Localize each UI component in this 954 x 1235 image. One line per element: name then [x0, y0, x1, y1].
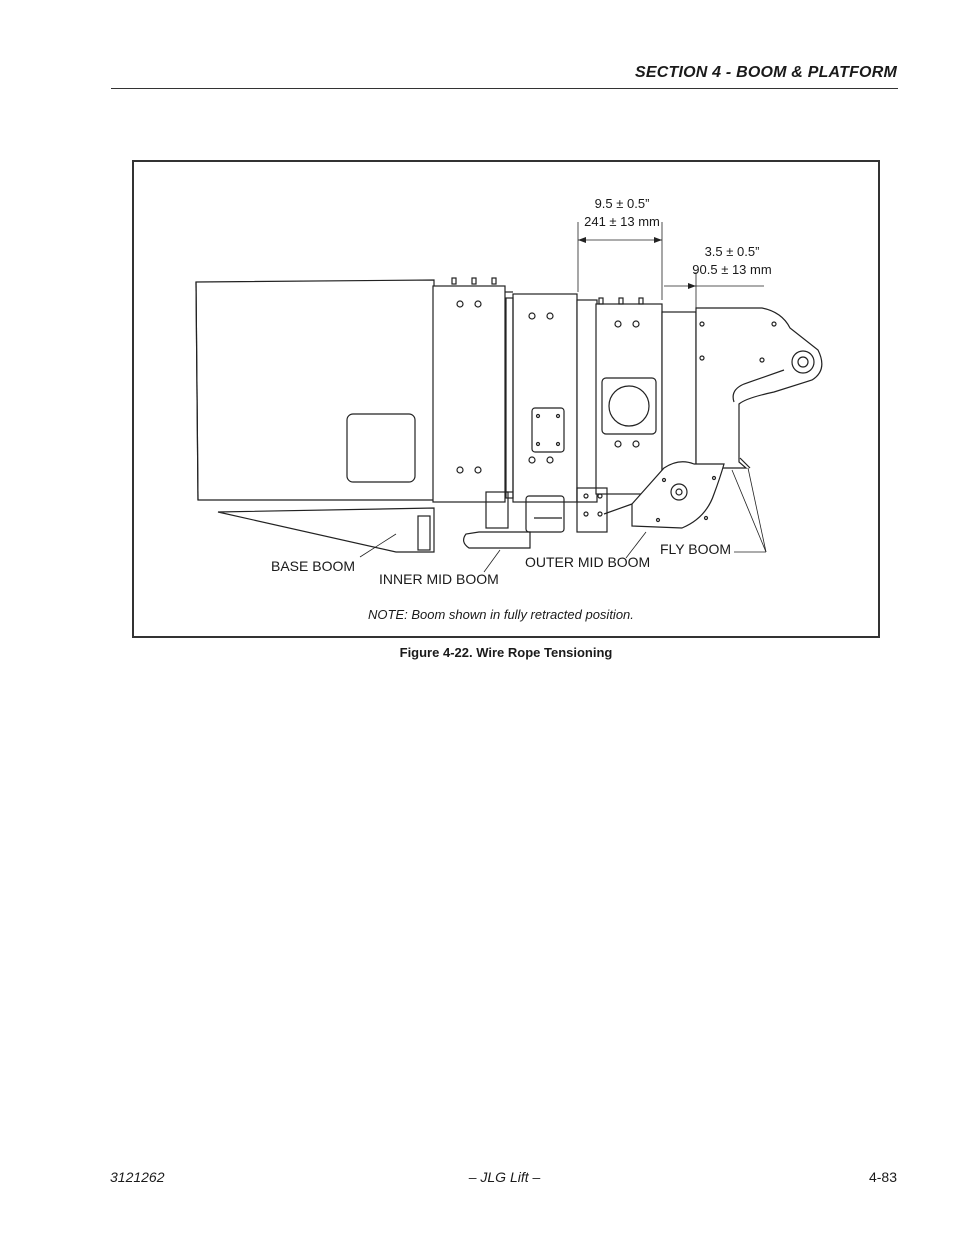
section-title: SECTION 4 - BOOM & PLATFORM — [635, 64, 897, 81]
boom-drawing — [195, 222, 823, 573]
label-base-boom: BASE BOOM — [271, 558, 356, 574]
figure-caption: Figure 4-22. Wire Rope Tensioning — [399, 645, 613, 660]
dimension-1: 9.5 ± 0.5” 241 ± 13 mm — [576, 195, 668, 231]
figure-note: NOTE: Boom shown in fully retracted posi… — [368, 607, 634, 622]
dimension-1-imperial: 9.5 ± 0.5” — [594, 196, 650, 211]
footer-center: – JLG Lift – — [468, 1169, 541, 1185]
footer-doc-number: 3121262 — [110, 1169, 165, 1185]
dimension-1-metric: 241 ± 13 mm — [584, 214, 660, 229]
figure-frame: 9.5 ± 0.5” 241 ± 13 mm 3.5 ± 0.5” 90.5 ±… — [132, 160, 880, 638]
label-fly-boom: FLY BOOM — [660, 541, 732, 557]
dimension-2: 3.5 ± 0.5” 90.5 ± 13 mm — [682, 243, 782, 279]
dimension-2-imperial: 3.5 ± 0.5” — [704, 244, 760, 259]
label-inner-mid-boom: INNER MID BOOM — [379, 571, 499, 587]
footer-page-number: 4-83 — [868, 1169, 897, 1185]
dimension-2-metric: 90.5 ± 13 mm — [692, 262, 772, 277]
label-outer-mid-boom: OUTER MID BOOM — [525, 554, 651, 570]
header-rule — [111, 88, 898, 89]
